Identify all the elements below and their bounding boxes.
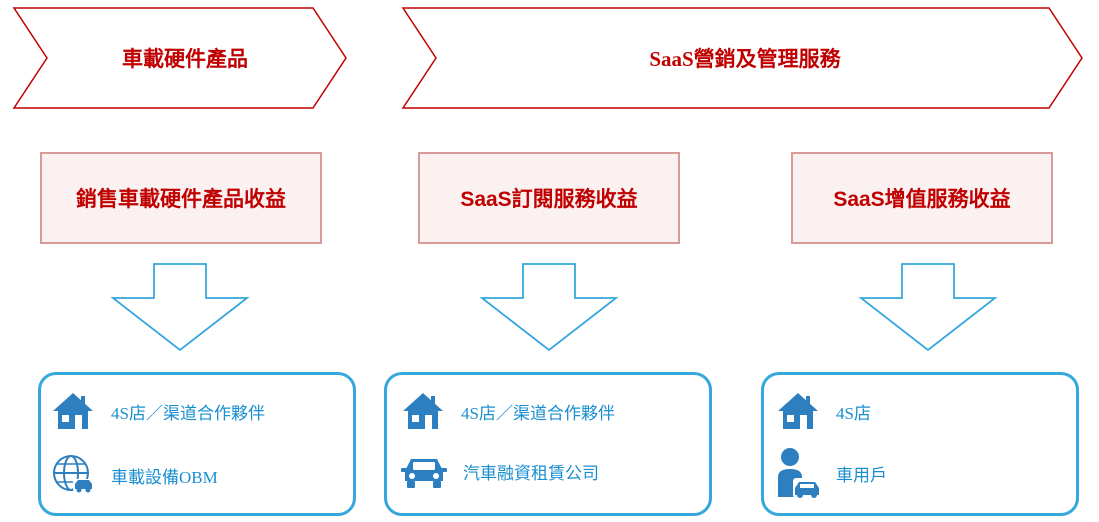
client-box-hardware: 4S店／渠道合作夥伴 車載設備OBM — [38, 372, 356, 516]
list-item: 4S店／渠道合作夥伴 — [51, 391, 265, 431]
down-arrow-2 — [479, 263, 619, 352]
list-item: 4S店／渠道合作夥伴 — [401, 391, 615, 431]
header-hardware-label: 車載硬件產品 — [122, 47, 248, 71]
house-icon — [778, 393, 818, 429]
revenue-box-value-added: SaaS增值服務收益 — [791, 152, 1053, 244]
globe-car-icon — [53, 455, 94, 493]
list-item-label: 車載設備OBM — [111, 467, 218, 487]
car-icon — [401, 459, 447, 488]
down-arrow-3 — [858, 263, 998, 352]
list-item-label: 4S店／渠道合作夥伴 — [461, 403, 615, 423]
person-car-icon — [778, 448, 820, 498]
header-saas-label: SaaS營銷及管理服務 — [649, 47, 841, 71]
list-item: 汽車融資租賃公司 — [401, 451, 599, 491]
house-icon — [53, 393, 93, 429]
list-item: 車用戶 — [776, 447, 887, 499]
chevron-hardware-shape — [12, 7, 347, 109]
list-item: 4S店 — [776, 391, 871, 431]
list-item: 車載設備OBM — [51, 453, 218, 497]
list-item-label: 汽車融資租賃公司 — [463, 463, 599, 483]
list-item-label: 4S店 — [836, 403, 871, 423]
client-box-subscription: 4S店／渠道合作夥伴 汽車融資租賃公司 — [384, 372, 712, 516]
house-icon — [403, 393, 443, 429]
down-arrows — [110, 263, 998, 352]
list-item-label: 4S店／渠道合作夥伴 — [111, 403, 265, 423]
down-arrow-1 — [110, 263, 250, 352]
client-box-value-added: 4S店 車用戶 — [761, 372, 1079, 516]
revenue-box-subscription: SaaS訂閱服務收益 — [418, 152, 680, 244]
chevron-saas-shape — [401, 7, 1083, 109]
header-chevrons — [12, 7, 1083, 109]
list-item-label: 車用戶 — [836, 465, 887, 485]
revenue-box-hardware: 銷售車載硬件產品收益 — [40, 152, 322, 244]
